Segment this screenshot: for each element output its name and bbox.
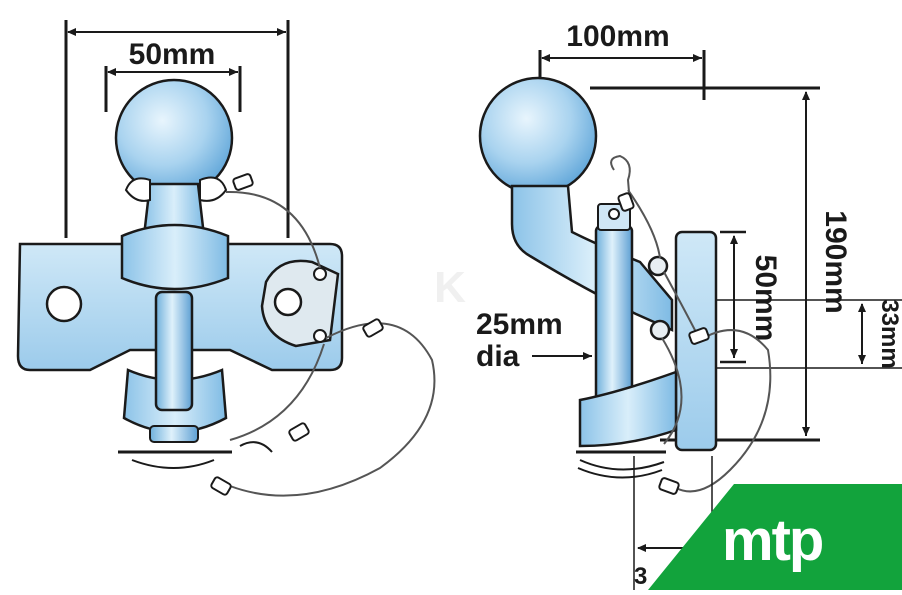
side-cable-upper [627,189,661,259]
front-safety-clip-right [199,176,228,202]
side-cable-top-loop [610,154,631,205]
front-safety-clip-left [124,177,151,202]
side-lower-jaw [578,370,678,448]
front-safety-cable-upper [225,190,321,269]
front-cable-ferrule-3 [288,422,310,442]
front-safety-cable-mid [229,343,325,441]
pin-diameter-label-line2: dia [476,340,520,373]
side-r-clip-loop-2 [577,467,663,479]
side-r-clip-loop [579,459,665,471]
side-coupling-pin [594,224,634,406]
front-pin-collar [149,425,199,443]
front-linkage-hole [273,287,303,317]
side-jaw-label: 50mm [749,255,782,342]
pin-diameter-label-line1: 25mm [476,308,563,341]
logo-green-banner [648,484,902,590]
side-cable-lower [663,271,772,493]
front-safety-cable-lower [229,322,436,497]
front-r-clip-loop [131,459,215,469]
side-view: 100mm 190mm 50mm 33mm 25mm dia [476,20,902,590]
front-clamp-body [120,223,230,291]
front-linkage-eyelet-bottom [313,329,327,343]
side-pin-eye [608,208,620,220]
front-plate-bolt-hole [45,285,83,323]
side-height-label: 190mm [819,210,852,313]
front-cable-ferrule-2 [362,318,384,338]
side-bottom-partial-label: 3 [634,563,647,590]
side-cable-ferrule-2 [688,327,710,345]
front-ball-width-label: 50mm [129,38,216,71]
logo-text: mtp [722,508,823,573]
side-cable-mid [661,337,683,445]
front-cable-ferrule-4 [210,476,232,496]
front-cable-hook [239,441,273,453]
side-tow-ball [478,76,598,196]
front-cable-ferrule-1 [232,173,254,191]
side-cable-ferrule-3 [658,477,680,495]
side-offset-label: 100mm [566,20,669,53]
side-linkage-eyelet-top [647,255,669,277]
front-linkage-eyelet-top [313,267,327,281]
faint-watermark: K [434,263,466,312]
side-cable-ferrule-1 [617,192,635,212]
side-plate-label: 33mm [876,299,902,368]
front-view: 50mm [16,20,436,497]
mtp-logo: mtp [648,484,902,590]
side-linkage-eyelet-bottom [649,319,671,341]
front-coupling-pin [154,290,194,412]
